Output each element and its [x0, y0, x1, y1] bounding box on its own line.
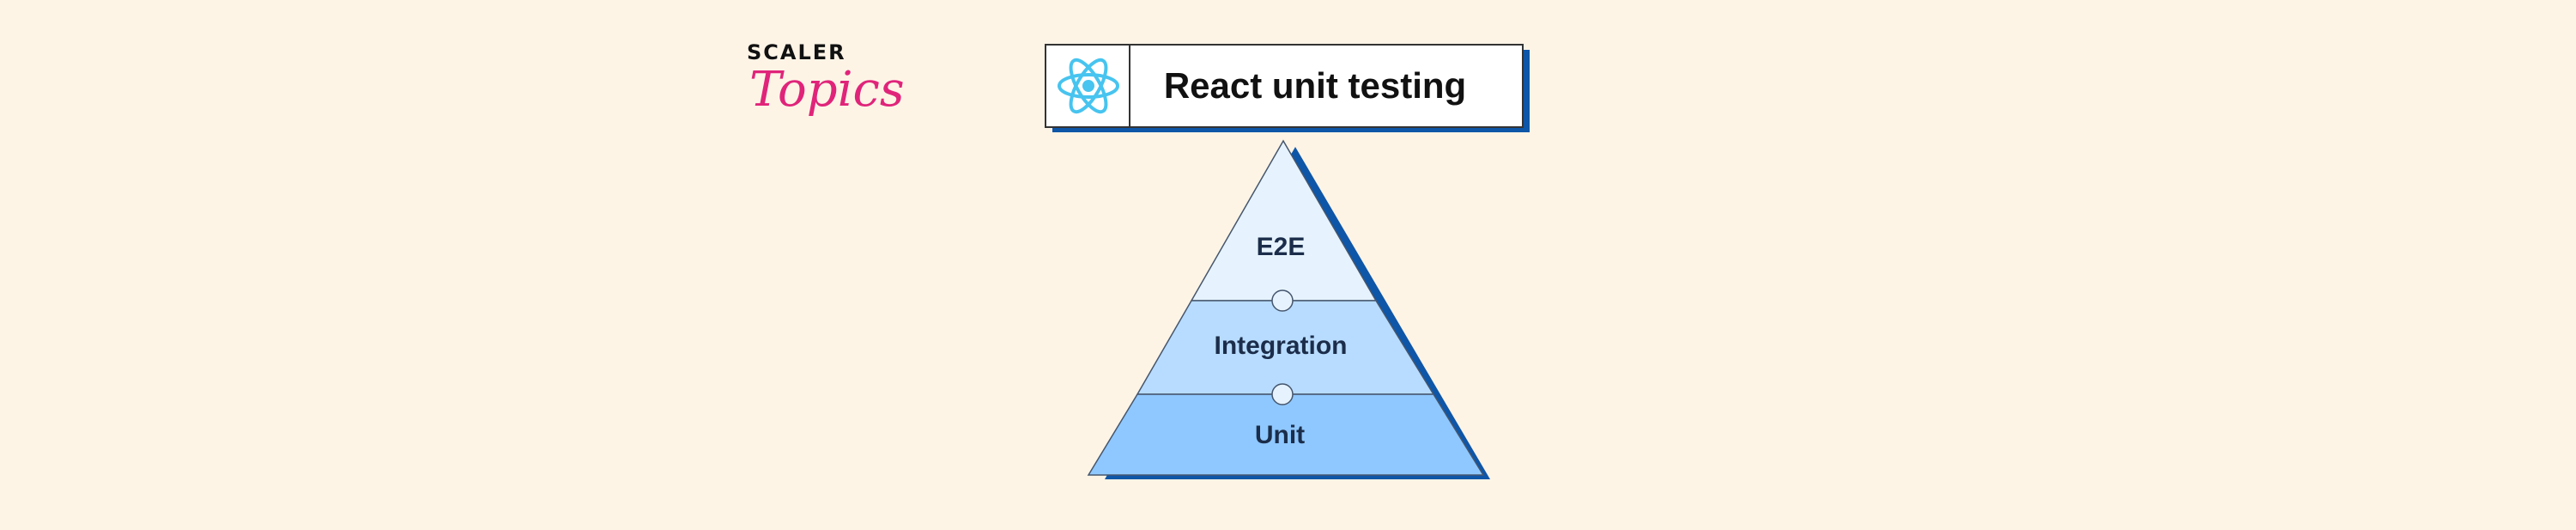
pyramid-level-e2e: [1190, 139, 1378, 302]
testing-pyramid: E2E Integration Unit: [1087, 139, 1490, 479]
pyramid-level-unit: [1087, 393, 1485, 476]
level-connector-top: [1271, 289, 1294, 312]
level-label-unit: Unit: [1255, 421, 1305, 449]
brand-logo: SCALER Topics: [747, 40, 905, 118]
title-card-box: [1045, 44, 1524, 128]
brand-name-bottom: Topics: [749, 62, 905, 118]
brand-name-top: SCALER: [747, 40, 846, 64]
react-atom-icon: [1058, 58, 1119, 114]
level-connector-bottom: [1271, 383, 1294, 405]
level-label-integration: Integration: [1215, 332, 1348, 360]
title-card: React unit testing: [1045, 44, 1530, 132]
level-label-e2e: E2E: [1257, 233, 1306, 261]
title-text: React unit testing: [1164, 65, 1466, 106]
